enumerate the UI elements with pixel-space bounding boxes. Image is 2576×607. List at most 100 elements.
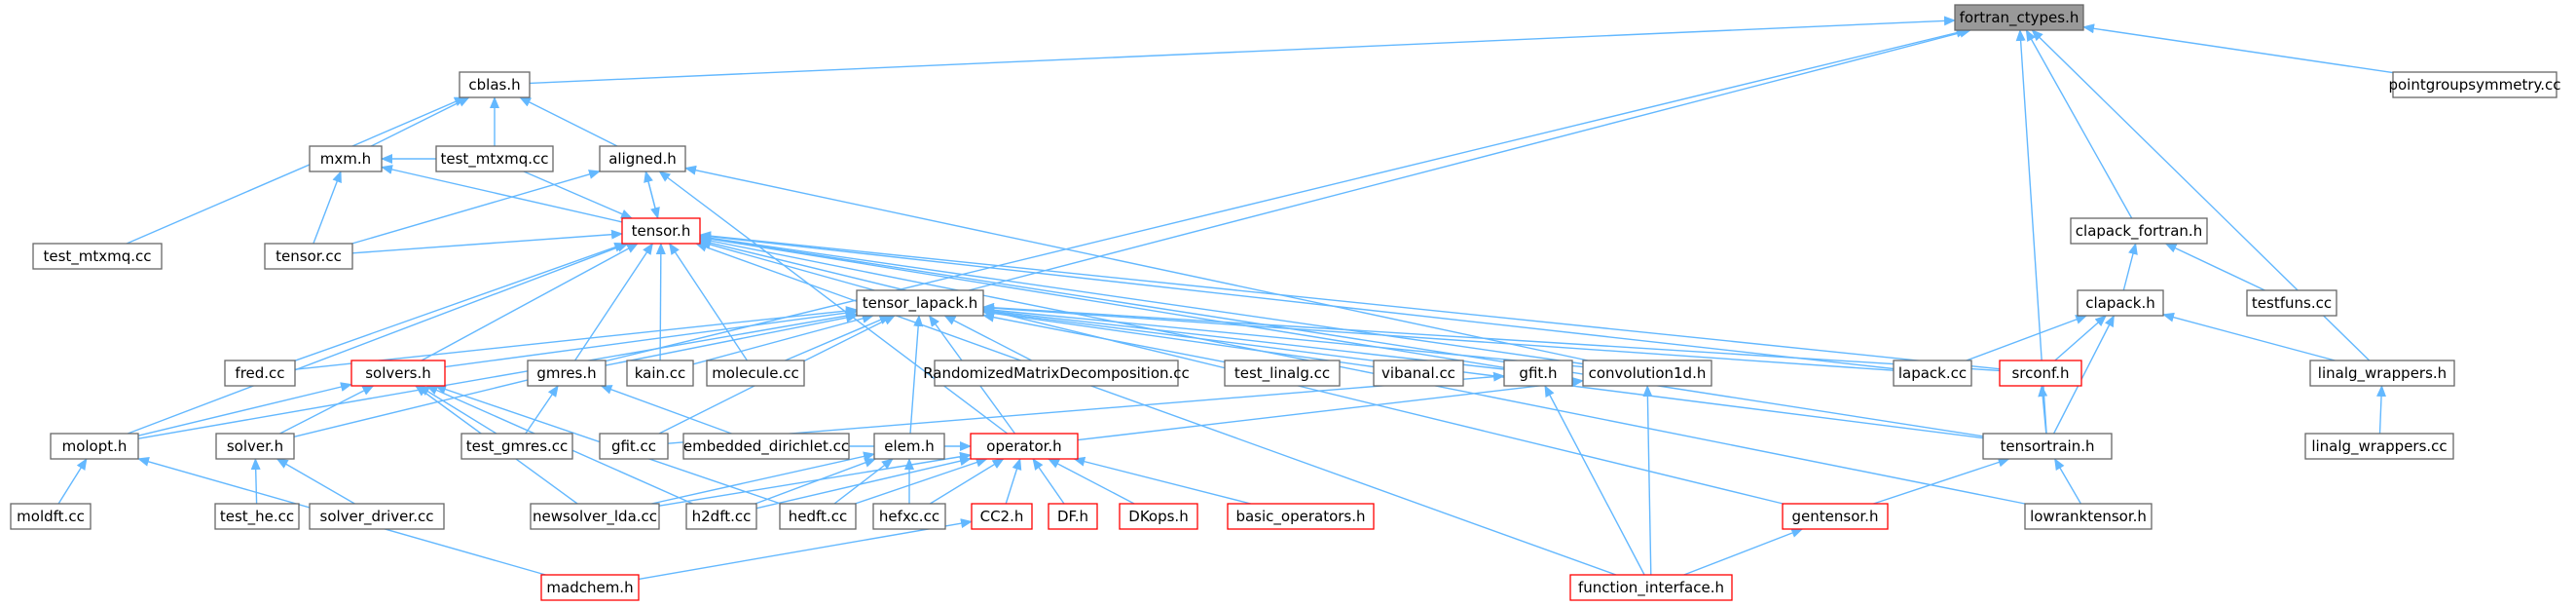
edge-hedft-to-elem <box>833 458 894 505</box>
node-clapack[interactable]: clapack.h <box>2077 289 2164 317</box>
node-label: fred.cc <box>235 364 284 382</box>
node-vibanal[interactable]: vibanal.cc <box>1373 360 1464 387</box>
edge-solver-to-solvers <box>279 385 375 435</box>
node-solver-driver[interactable]: solver_driver.cc <box>309 503 445 530</box>
node-label: moldft.cc <box>17 508 85 525</box>
edge-lowranktensor-to-tensor <box>699 236 2026 505</box>
edge-tensor_cc-to-tensor <box>351 229 623 254</box>
edge-test_gmres-to-gmres <box>525 385 559 435</box>
node-convolution1d[interactable]: convolution1d.h <box>1582 360 1712 387</box>
node-gfit-cc[interactable]: gfit.cc <box>599 433 669 460</box>
node-madchem[interactable]: madchem.h <box>540 574 640 601</box>
node-box <box>32 243 163 270</box>
node-label: molecule.cc <box>712 364 799 382</box>
edge-clapack-to-clapack_fortran <box>2122 243 2138 291</box>
node-mxm[interactable]: mxm.h <box>309 145 383 172</box>
node-tensortrain[interactable]: tensortrain.h <box>1982 433 2113 460</box>
node-label: test_he.cc <box>220 508 294 526</box>
node-label: aligned.h <box>608 150 677 168</box>
edge-lapack-to-tensor_lapack <box>982 303 1895 371</box>
node-pointgroupsymmetry[interactable]: pointgroupsymmetry.cc <box>2388 71 2561 98</box>
edge-tensor_lapack-to-fortran_ctypes <box>968 27 1971 291</box>
edge-lowranktensor-to-tensortrain <box>2053 458 2082 505</box>
edge-kain-to-tensor <box>655 243 666 361</box>
edge-solvers-to-tensor <box>421 243 639 361</box>
node-kain[interactable]: kain.cc <box>626 360 694 387</box>
node-lapack[interactable]: lapack.cc <box>1893 360 1972 387</box>
node-elem[interactable]: elem.h <box>873 433 945 460</box>
node-srconf[interactable]: srconf.h <box>1999 360 2082 387</box>
node-label: basic_operators.h <box>1235 508 1365 526</box>
edge-kain-to-tensor_lapack <box>692 314 874 365</box>
node-box <box>934 360 1179 387</box>
node-test-he[interactable]: test_he.cc <box>214 503 300 530</box>
node-label: hefxc.cc <box>879 508 939 525</box>
node-box <box>1048 503 1098 530</box>
edge-df-to-operator <box>1032 458 1065 505</box>
node-box <box>1503 360 1573 387</box>
edge-cc2-to-operator <box>1005 458 1022 505</box>
node-label: testfuns.cc <box>2252 294 2332 312</box>
node-embedded-dirichlet[interactable]: embedded_dirichlet.cc <box>682 433 850 460</box>
edge-aligned-to-cblas <box>519 96 618 147</box>
edge-newsolver_lda-to-operator <box>658 451 972 507</box>
node-box <box>971 503 1033 530</box>
edge-gfit_cc-to-gfit <box>667 371 1505 444</box>
node-tensor[interactable]: tensor.h <box>621 217 701 245</box>
edge-tensor_cc-to-aligned <box>351 170 601 245</box>
node-aligned[interactable]: aligned.h <box>599 145 686 172</box>
node-molecule[interactable]: molecule.cc <box>706 360 805 387</box>
node-tensor-cc[interactable]: tensor.cc <box>264 243 353 270</box>
node-solver[interactable]: solver.h <box>215 433 295 460</box>
node-testfuns[interactable]: testfuns.cc <box>2246 289 2337 317</box>
node-cc2[interactable]: CC2.h <box>971 503 1033 530</box>
node-dkops[interactable]: DKops.h <box>1119 503 1198 530</box>
node-operator[interactable]: operator.h <box>970 433 1079 460</box>
edge-rmd-to-tensor_lapack <box>943 315 1033 361</box>
node-moldft[interactable]: moldft.cc <box>10 503 92 530</box>
node-clapack-fortran[interactable]: clapack_fortran.h <box>2070 217 2208 245</box>
node-box <box>460 433 573 460</box>
node-gmres[interactable]: gmres.h <box>527 360 607 387</box>
edge-vibanal-to-tensor_lapack <box>982 308 1375 368</box>
edge-srconf-to-tensor_lapack <box>982 302 2001 372</box>
node-fred[interactable]: fred.cc <box>224 360 296 387</box>
node-test-gmres[interactable]: test_gmres.cc <box>460 433 573 460</box>
node-box <box>873 433 945 460</box>
node-box <box>2077 289 2164 317</box>
edge-pointgroupsymmetry-to-fortran_ctypes <box>2082 23 2394 74</box>
node-linalg-wrappers[interactable]: linalg_wrappers.h <box>2309 360 2455 387</box>
node-molopt[interactable]: molopt.h <box>50 433 139 460</box>
node-hedft[interactable]: hedft.cc <box>779 503 857 530</box>
node-h2dft[interactable]: h2dft.cc <box>685 503 757 530</box>
node-box <box>1373 360 1464 387</box>
edge-tensor-to-mxm <box>381 165 623 223</box>
node-hefxc[interactable]: hefxc.cc <box>872 503 946 530</box>
node-function-interface[interactable]: function_interface.h <box>1569 574 1733 601</box>
edge-linalg_wrappers_cc-to-linalg_wrappers <box>2376 385 2387 435</box>
node-df[interactable]: DF.h <box>1048 503 1098 530</box>
node-gentensor[interactable]: gentensor.h <box>1782 503 1889 530</box>
node-solvers[interactable]: solvers.h <box>350 360 446 387</box>
edge-mxm-to-cblas <box>370 96 470 147</box>
node-basic-operators[interactable]: basic_operators.h <box>1227 503 1375 530</box>
edge-basic_operators-to-operator <box>1073 456 1251 505</box>
edge-testfuns-to-clapack_fortran <box>2164 243 2265 291</box>
node-newsolver-lda[interactable]: newsolver_lda.cc <box>530 503 660 530</box>
node-box <box>527 360 607 387</box>
edge-fred-to-tensor <box>294 242 627 361</box>
node-fortran-ctypes[interactable]: fortran_ctypes.h <box>1954 4 2084 31</box>
node-linalg-wrappers-cc[interactable]: linalg_wrappers.cc <box>2304 433 2454 460</box>
node-gfit[interactable]: gfit.h <box>1503 360 1573 387</box>
node-test-mtxmq-cc[interactable]: test_mtxmq.cc <box>435 145 554 172</box>
node-test-linalg[interactable]: test_linalg.cc <box>1224 360 1341 387</box>
edge-molecule-to-tensor <box>669 243 748 361</box>
node-cblas[interactable]: cblas.h <box>459 71 531 98</box>
node-test-mtxmq-h[interactable]: test_mtxmq.cc <box>32 243 163 270</box>
node-tensor-lapack[interactable]: tensor_lapack.h <box>856 289 984 317</box>
edge-tensortrain-to-tensor_lapack <box>982 307 1984 439</box>
node-label: solver.h <box>227 437 283 455</box>
edge-clapack_fortran-to-fortran_ctypes <box>2025 29 2133 219</box>
node-rmd[interactable]: RandomizedMatrixDecomposition.cc <box>923 360 1190 387</box>
node-lowranktensor[interactable]: lowranktensor.h <box>2024 503 2153 530</box>
